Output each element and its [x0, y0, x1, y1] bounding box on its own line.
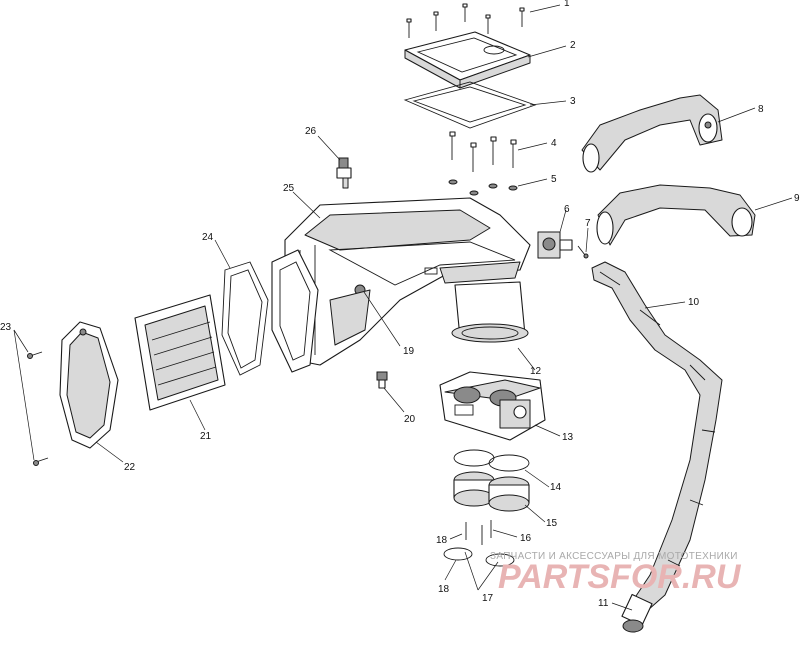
label-5: 5 [551, 174, 557, 185]
filter-frame [271, 249, 319, 373]
label-3: 3 [570, 96, 576, 107]
label-18: 18 [438, 584, 450, 595]
label-4: 4 [551, 138, 557, 149]
airbox-lid [404, 31, 531, 89]
label-1: 1 [564, 0, 570, 9]
label-10: 10 [688, 297, 700, 308]
label-8: 8 [758, 104, 764, 115]
lid-gasket [403, 81, 537, 129]
label-16: 16 [520, 533, 532, 544]
cover-screws [27, 351, 49, 466]
pins-and-clips [443, 520, 515, 567]
actuator [537, 231, 589, 259]
airbox-housing [284, 197, 531, 366]
label-23: 23 [0, 322, 12, 333]
label-21: 21 [200, 431, 212, 442]
watermark-logo: PARTSFOR.RU [498, 558, 742, 596]
watermark-tagline: ЗАПЧАСТИ И АКСЕССУАРЫ ДЛЯ МОТОТЕХНИКИ [490, 551, 738, 562]
label-6: 6 [564, 204, 570, 215]
manifold-boots [453, 471, 530, 512]
label-26: 26 [305, 126, 317, 137]
label-13: 13 [562, 432, 574, 443]
label-2: 2 [570, 40, 576, 51]
watermark: ЗАПЧАСТИ И АКСЕССУАРЫ ДЛЯ МОТОТЕХНИКИ PA… [490, 551, 742, 596]
drain-plug [376, 371, 388, 389]
leader-lines [13, 4, 793, 611]
sensor-part [336, 157, 352, 189]
label-25: 25 [283, 183, 295, 194]
label-7: 7 [585, 218, 591, 229]
breather-hose [591, 261, 723, 633]
label-14: 14 [550, 482, 562, 493]
throttle-gaskets [453, 449, 530, 472]
label-9: 9 [794, 193, 800, 204]
label-11: 11 [598, 598, 609, 609]
label-22: 22 [124, 462, 136, 473]
label-18b: 18 [436, 535, 448, 546]
part-labels: 1 2 3 4 5 6 7 8 9 10 11 12 13 14 15 16 1… [0, 0, 800, 609]
intake-boot [451, 281, 529, 343]
label-20: 20 [404, 414, 416, 425]
duct-lower [596, 184, 756, 246]
throttle-body [439, 371, 546, 441]
duct-upper [581, 94, 723, 173]
label-24: 24 [202, 232, 214, 243]
label-12: 12 [530, 366, 542, 377]
cover-seal [221, 261, 269, 376]
screws-top [406, 3, 525, 38]
airbox-cover [59, 321, 119, 449]
air-filter [134, 294, 226, 411]
label-17: 17 [482, 593, 494, 604]
label-19: 19 [403, 346, 415, 357]
label-15: 15 [546, 518, 558, 529]
bolts-and-grommets [448, 131, 518, 196]
